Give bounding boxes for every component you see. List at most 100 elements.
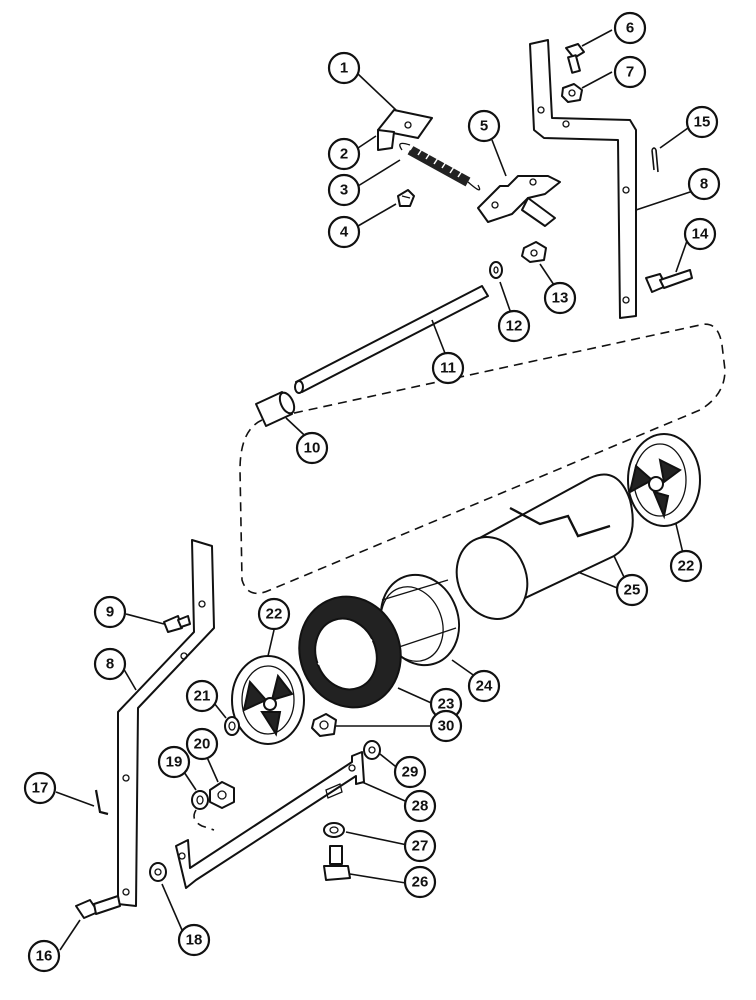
callout-8-upper: 8 xyxy=(687,167,721,201)
leader-27 xyxy=(345,831,413,847)
callout-label: 22 xyxy=(678,558,695,575)
callout-22-left: 22 xyxy=(257,597,291,631)
callout-label: 20 xyxy=(194,736,211,753)
callout-label: 2 xyxy=(340,146,348,163)
callout-label: 6 xyxy=(626,20,634,37)
callout-11: 11 xyxy=(431,351,465,385)
callout-label: 4 xyxy=(340,224,349,241)
leader-6 xyxy=(581,29,613,47)
callout-label: 30 xyxy=(438,718,455,735)
part-pin-17 xyxy=(94,789,109,816)
callout-label: 7 xyxy=(626,64,634,81)
callout-27: 27 xyxy=(403,829,437,863)
callout-label: 8 xyxy=(700,176,708,193)
callout-4: 4 xyxy=(327,215,361,249)
callout-label: 15 xyxy=(694,114,711,131)
callout-23: 23 xyxy=(429,687,463,721)
callout-8-lower: 8 xyxy=(93,647,127,681)
callout-16: 16 xyxy=(27,939,61,973)
callout-label: 8 xyxy=(106,656,114,673)
part-pulley-22-right xyxy=(627,433,701,527)
part-bolt-26 xyxy=(323,845,351,881)
callout-label: 11 xyxy=(440,360,456,377)
callout-24: 24 xyxy=(467,669,501,703)
callout-label: 9 xyxy=(106,604,114,621)
callout-13: 13 xyxy=(543,281,577,315)
part-shaft-11 xyxy=(294,285,489,394)
part-bracket-2 xyxy=(377,109,433,151)
callout-label: 16 xyxy=(36,948,53,965)
part-bracket-5 xyxy=(477,175,561,227)
part-washer-21 xyxy=(224,716,240,736)
callout-label: 19 xyxy=(166,754,183,771)
part-nut-20 xyxy=(209,781,235,809)
leader-28 xyxy=(361,781,413,805)
callout-label: 29 xyxy=(402,764,419,781)
callout-21: 21 xyxy=(185,679,219,713)
leader-1 xyxy=(357,73,397,111)
callout-25: 25 xyxy=(615,573,649,607)
part-tire-23 xyxy=(298,595,402,709)
part-nut-18 xyxy=(149,862,167,882)
callout-22-right: 22 xyxy=(669,549,703,583)
callout-14: 14 xyxy=(683,217,717,251)
callout-6: 6 xyxy=(613,11,647,45)
leader-4 xyxy=(357,203,397,227)
callout-30: 30 xyxy=(429,709,463,743)
leader-5 xyxy=(491,139,507,177)
hidden-line-lower xyxy=(193,809,215,831)
part-bracket-28 xyxy=(175,751,365,889)
part-nut-4 xyxy=(397,189,415,207)
part-washer-19 xyxy=(191,790,209,810)
callout-12: 12 xyxy=(497,309,531,343)
part-pulley-22-left xyxy=(231,655,305,745)
callout-15: 15 xyxy=(685,105,719,139)
callout-label: 21 xyxy=(194,688,211,705)
leader-14 xyxy=(675,237,689,273)
part-bolt-14 xyxy=(645,269,693,293)
leader-22a xyxy=(267,629,275,657)
callout-9: 9 xyxy=(93,595,127,629)
part-washer-27 xyxy=(323,822,345,838)
callout-label: 24 xyxy=(476,678,493,695)
leader-3 xyxy=(357,159,401,187)
callout-20: 20 xyxy=(185,727,219,761)
callout-3: 3 xyxy=(327,173,361,207)
part-bolt-9 xyxy=(163,615,191,633)
callout-18: 18 xyxy=(177,923,211,957)
callout-label: 18 xyxy=(186,932,203,949)
callout-label: 13 xyxy=(552,290,569,307)
callout-label: 28 xyxy=(412,798,429,815)
callout-5: 5 xyxy=(467,109,501,143)
part-nut-13 xyxy=(521,241,547,263)
leader-9 xyxy=(125,613,165,625)
part-washer-12 xyxy=(489,261,503,279)
callout-label: 27 xyxy=(412,838,429,855)
part-bolt-16 xyxy=(75,895,121,919)
part-pin-15 xyxy=(651,147,659,173)
part-spring-3 xyxy=(399,142,481,191)
callout-label: 17 xyxy=(32,780,49,797)
part-bracket-8-upper xyxy=(529,39,637,319)
part-nut-7 xyxy=(561,83,583,103)
callout-label: 23 xyxy=(438,696,455,713)
callout-label: 1 xyxy=(340,60,348,77)
callout-28: 28 xyxy=(403,789,437,823)
callout-label: 12 xyxy=(506,318,523,335)
leader-lines xyxy=(55,29,703,951)
callout-10: 10 xyxy=(295,431,329,465)
callout-label: 14 xyxy=(692,226,709,243)
leader-26 xyxy=(349,873,413,885)
callout-26: 26 xyxy=(403,865,437,899)
callout-29: 29 xyxy=(393,755,427,789)
part-bushing-10 xyxy=(255,391,296,427)
leader-16 xyxy=(59,919,81,951)
callout-label: 25 xyxy=(624,582,641,599)
callout-7: 7 xyxy=(613,55,647,89)
leader-15 xyxy=(659,127,689,149)
leader-2 xyxy=(357,135,377,149)
assembly-dashed-line xyxy=(239,323,726,595)
callout-19: 19 xyxy=(157,745,191,779)
callout-label: 5 xyxy=(480,118,488,135)
